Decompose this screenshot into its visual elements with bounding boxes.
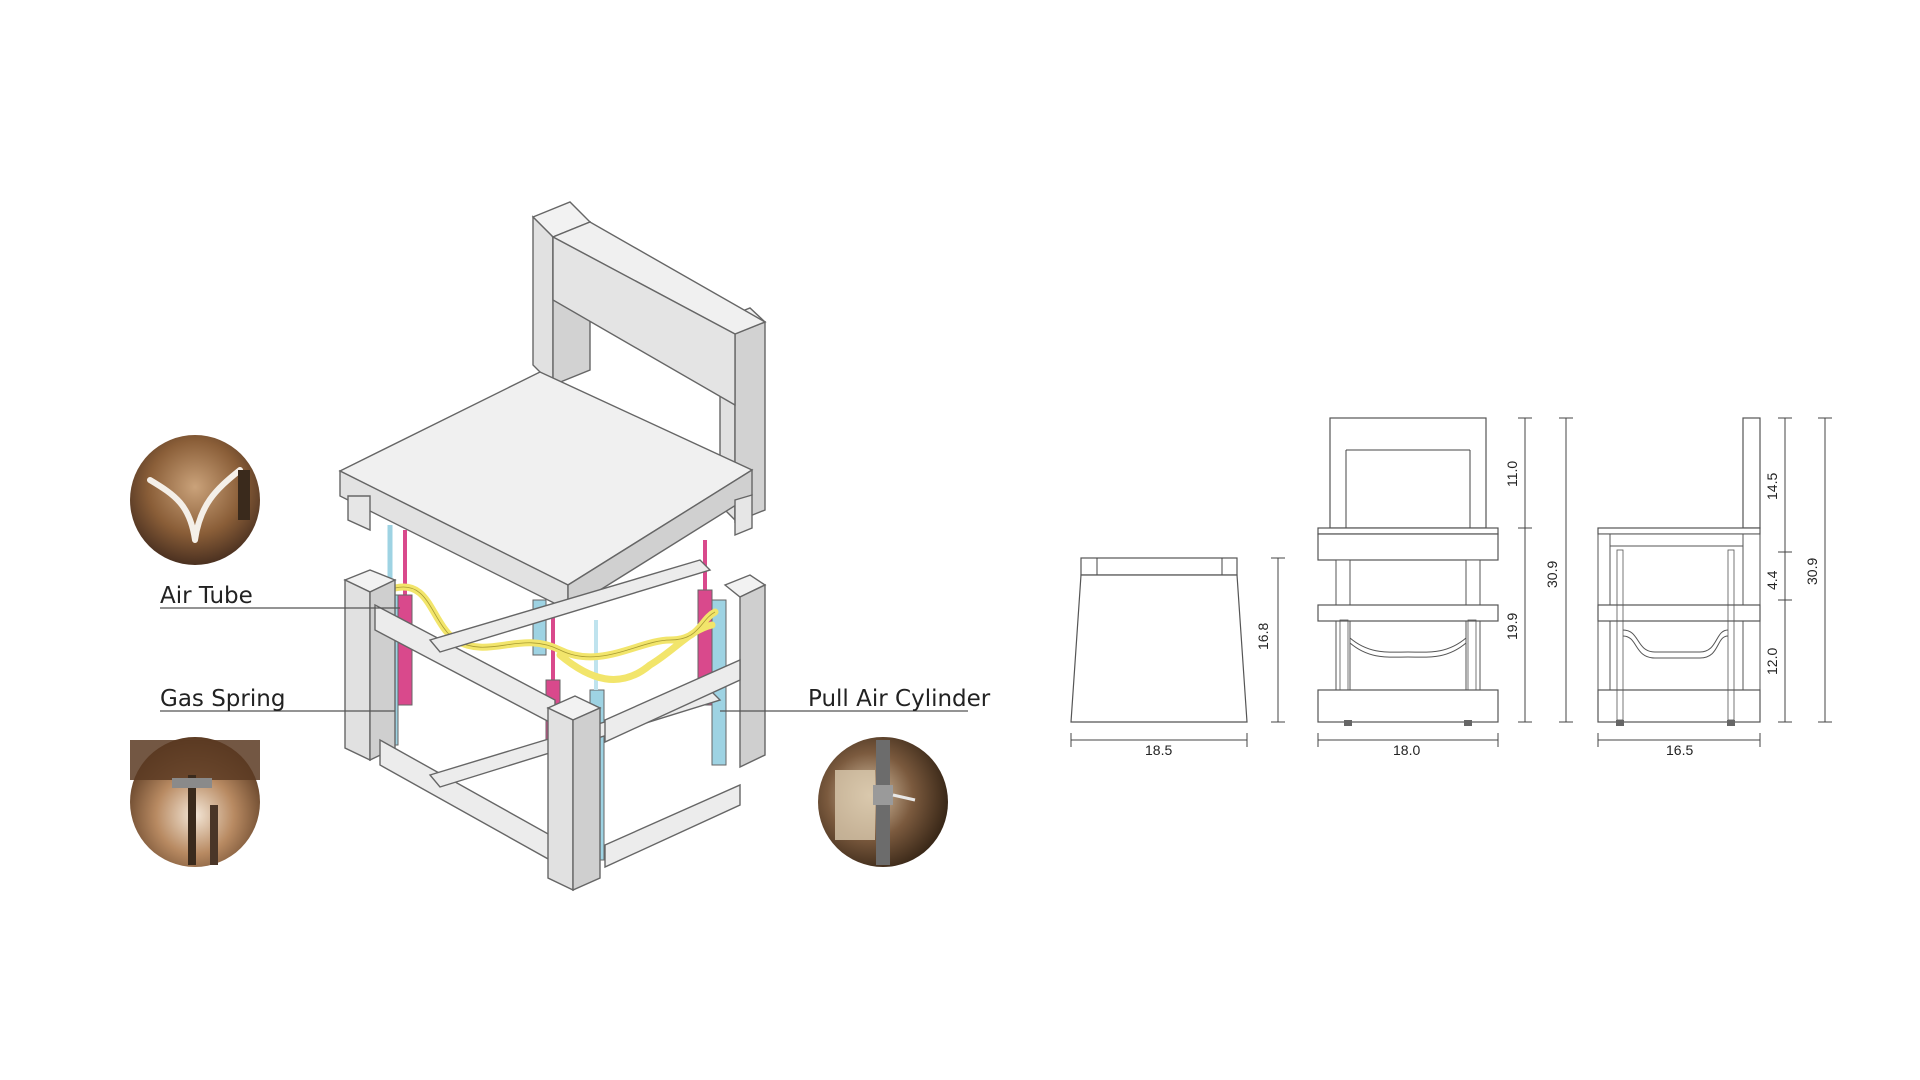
profile-width-dim: 18.5 [1145,742,1172,758]
gas-spring-photo-icon [130,737,260,867]
side-view: 16.5 14.5 4.4 12.0 30.9 [1597,417,1832,758]
front-seat-height-dim: 19.9 [1504,613,1520,640]
front-view: 18.0 11.0 19.9 30.9 [1317,417,1573,758]
pull-air-cylinder-label: Pull Air Cylinder [808,686,991,712]
side-gap-dim: 4.4 [1764,570,1780,590]
pull-air-cylinder-photo-icon [818,737,948,867]
profile-view: 18.5 16.8 [1070,557,1285,758]
front-total-height-dim: 30.9 [1544,561,1560,588]
side-width-dim: 16.5 [1666,742,1693,758]
isometric-chair [338,201,767,892]
side-leg-height-dim: 12.0 [1764,648,1780,675]
front-back-height-dim: 11.0 [1504,461,1520,487]
air-tube-label: Air Tube [160,583,253,609]
side-back-height-dim: 14.5 [1764,473,1780,500]
chair-seat [338,371,754,612]
side-total-height-dim: 30.9 [1804,558,1820,585]
air-tube-photo-icon [130,435,260,565]
gas-spring-label: Gas Spring [160,686,285,712]
chair-backrest [531,201,767,524]
profile-height-dim: 16.8 [1255,623,1271,650]
chair-legs [343,559,767,892]
front-width-dim: 18.0 [1393,742,1420,758]
